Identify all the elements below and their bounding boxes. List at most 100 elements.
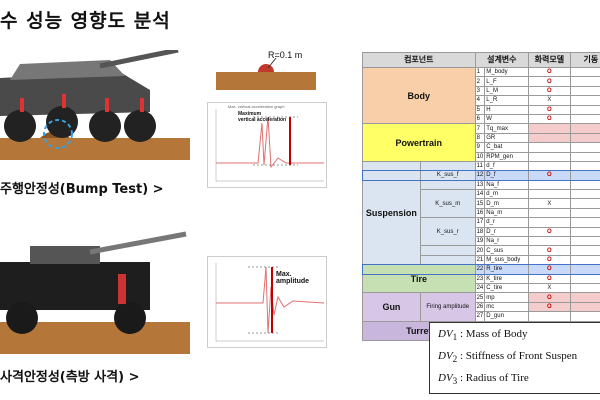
header-component: 컴포넌트 <box>362 52 476 68</box>
mobility-mark <box>569 264 600 275</box>
radius-label: R=0.1 m <box>268 50 303 60</box>
design-variable-name: Na_m <box>484 207 530 219</box>
mobility-mark <box>569 151 600 162</box>
design-variable-name: H <box>484 104 530 115</box>
subgroup-label: K_sus_r <box>419 217 476 247</box>
header-design-variable: 설계변수 <box>474 52 530 68</box>
plot1-annotation: Maximum vertical acceleration <box>238 111 287 123</box>
design-variable-name: D_f <box>484 170 530 181</box>
row-number: 19 <box>474 236 486 247</box>
firepower-mark: O <box>528 76 571 87</box>
row-number: 9 <box>474 142 486 153</box>
mobility-mark <box>569 160 600 172</box>
firepower-mark: O <box>528 66 571 78</box>
row-number: 18 <box>474 226 486 238</box>
dv3-subscript: 3 <box>452 376 458 387</box>
plot2-annotation: Max. amplitude <box>276 271 310 285</box>
subgroup-label: K_sus_m <box>419 189 476 219</box>
dv3-symbol: DV <box>438 372 453 384</box>
firepower-mark: O <box>528 273 571 285</box>
subgroup-label: K_sus_f <box>419 160 476 191</box>
mobility-mark <box>569 170 600 181</box>
mobility-mark <box>569 123 600 134</box>
firing-test-caption: 사격안정성(측방 사격) > <box>0 370 140 385</box>
firepower-mark <box>528 151 571 162</box>
mobility-mark <box>569 301 600 313</box>
design-variable-name: d_f <box>484 160 530 172</box>
row-number: 15 <box>474 198 486 209</box>
firepower-mark: O <box>528 264 571 275</box>
mobility-mark <box>569 292 600 303</box>
design-variable-name: D_m <box>484 198 530 209</box>
mobility-mark <box>569 189 600 200</box>
firepower-mark: O <box>528 226 571 238</box>
mobility-mark <box>569 226 600 238</box>
firepower-mark: X <box>528 282 571 294</box>
design-variable-name: L_M <box>484 85 530 97</box>
design-variable-name: C_tire <box>484 282 530 294</box>
row-number: 5 <box>474 104 486 115</box>
design-variable-name: Tq_max <box>484 123 530 134</box>
design-variable-legend: DV1 : Mass of Body DV2 : Stiffness of Fr… <box>429 322 600 394</box>
design-variable-name: Na_r <box>484 236 530 247</box>
row-number: 24 <box>474 282 486 294</box>
row-number: 7 <box>474 123 486 134</box>
firepower-mark <box>528 207 571 219</box>
group-powertrain: Powertrain <box>362 123 476 162</box>
row-number: 10 <box>474 151 486 162</box>
firepower-mark: O <box>528 301 571 313</box>
dv3-description: : Radius of Tire <box>460 372 529 384</box>
group-tire: Tire <box>362 264 476 294</box>
dv1-description: : Mass of Body <box>460 328 528 340</box>
row-number: 20 <box>474 245 486 256</box>
row-number: 17 <box>474 217 486 228</box>
mobility-mark <box>569 76 600 87</box>
mobility-mark <box>569 104 600 115</box>
design-variable-name: C_bat <box>484 142 530 153</box>
subgroup-label: Firing amplitude <box>419 292 476 322</box>
group-suspension: Suspension <box>362 160 421 266</box>
design-variable-name: C_sus <box>484 245 530 256</box>
subgroup-empty <box>419 254 476 266</box>
bump-test-caption: 주행안정성(Bump Test) > <box>0 182 164 197</box>
firepower-mark: O <box>528 85 571 97</box>
design-variable-name: D_gun <box>484 311 530 322</box>
firepower-mark <box>528 236 571 247</box>
firepower-mark <box>528 189 571 200</box>
firing-test-illustration <box>0 222 190 354</box>
mobility-mark <box>569 236 600 247</box>
amplitude-plot: Max. amplitude <box>207 256 327 348</box>
mobility-mark <box>569 179 600 191</box>
design-variable-name: L_R <box>484 95 530 106</box>
firepower-mark: X <box>528 198 571 209</box>
mobility-mark <box>569 245 600 256</box>
dv1-subscript: 1 <box>452 332 458 343</box>
firepower-mark <box>528 311 571 322</box>
firepower-mark: O <box>528 113 571 125</box>
dv1-symbol: DV <box>438 328 453 340</box>
firepower-mark <box>528 160 571 172</box>
dv3-row: DV3 : Radius of Tire <box>430 367 600 389</box>
row-number: 11 <box>474 160 486 172</box>
design-variable-name: RPM_gen <box>484 151 530 162</box>
firepower-mark: O <box>528 170 571 181</box>
row-number: 6 <box>474 113 486 125</box>
mobility-mark <box>569 85 600 97</box>
design-variable-name: GR <box>484 132 530 144</box>
vertical-acceleration-plot: Max. vertical acceleration graph Maximum… <box>207 102 327 188</box>
row-number: 4 <box>474 95 486 106</box>
dv2-symbol: DV <box>438 350 453 362</box>
row-number: 23 <box>474 273 486 285</box>
row-number: 2 <box>474 76 486 87</box>
design-variable-name: W <box>484 113 530 125</box>
row-number: 26 <box>474 301 486 313</box>
firepower-mark: O <box>528 104 571 115</box>
mobility-mark <box>569 311 600 322</box>
